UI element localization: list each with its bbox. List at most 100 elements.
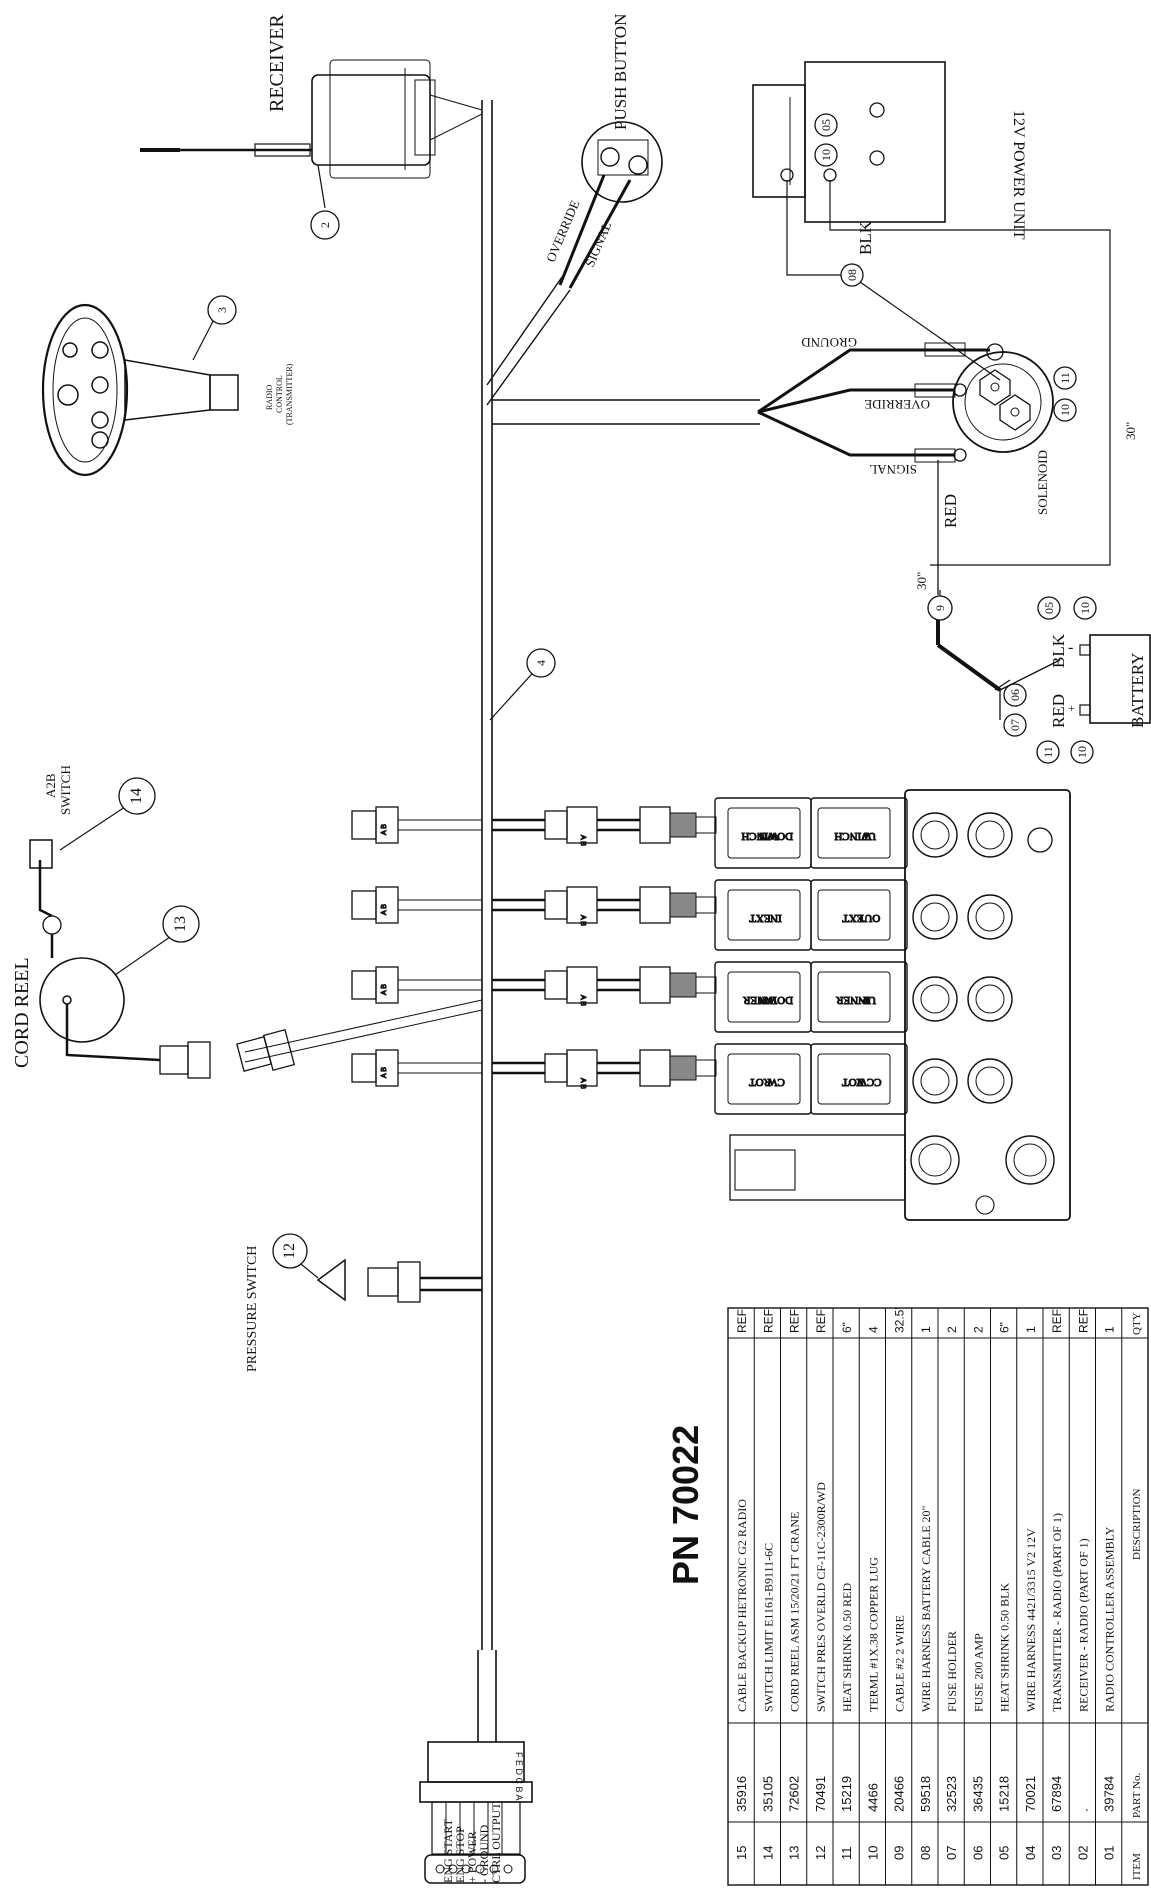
bom-qty: 1 <box>1103 1326 1117 1333</box>
bom-header-qty: QTY <box>1131 1312 1143 1335</box>
bom-desc: RECEIVER - RADIO (PART OF 1) <box>1076 1538 1090 1712</box>
callout-bb10: 10 <box>1073 596 1097 620</box>
callout-number: 14 <box>128 788 145 804</box>
cord-reel <box>29 839 483 1079</box>
bom-item: 14 <box>760 1846 775 1860</box>
bom-part: 35916 <box>734 1776 749 1812</box>
bom-item: 13 <box>787 1846 802 1860</box>
bom-qty: REF <box>1076 1309 1090 1333</box>
valve-label: UP <box>862 830 876 842</box>
valve-branches: A BA BA BA BA BA BA BA B <box>351 806 717 1090</box>
bom-item: 03 <box>1049 1846 1064 1860</box>
connector-ab-label: A B <box>579 1078 586 1089</box>
bom-qty: REF <box>788 1309 802 1333</box>
bom-desc: RADIO CONTROLLER ASSEMBLY <box>1103 1526 1117 1712</box>
valve-label: IN <box>770 912 782 924</box>
bom-desc: SWITCH PRES OVERLD CF-11C-2300R/WD <box>814 1482 828 1712</box>
power-unit-label: 12V POWER UNIT <box>1010 110 1027 240</box>
bom-part: 15218 <box>997 1776 1012 1812</box>
pressure-switch-label: PRESSURE SWITCH <box>245 1246 260 1372</box>
valve-branch <box>351 886 717 924</box>
bom-desc: TERML #1X.38 COPPER LUG <box>866 1557 880 1712</box>
signal-label: SIGNAL <box>582 219 614 269</box>
bom-qty: 2 <box>945 1326 959 1333</box>
bom-desc: TRANSMITTER - RADIO (PART OF 1) <box>1050 1513 1064 1712</box>
length-30-b: 30" <box>914 572 929 590</box>
bom-part: 59518 <box>918 1776 933 1812</box>
callout-number: 10 <box>1058 404 1072 416</box>
connector-ab-label: A B <box>381 984 388 995</box>
bom-desc: HEAT SHRINK 0.50 BLK <box>998 1583 1012 1712</box>
bom-item: 02 <box>1075 1846 1090 1860</box>
blk-label: BLK <box>856 220 875 255</box>
power-unit <box>752 61 946 223</box>
ground-label: GROUND <box>801 335 857 350</box>
valve-label: UP <box>862 994 876 1006</box>
bom-qty: 6" <box>840 1322 854 1333</box>
callout-br06: 06 <box>1003 683 1027 707</box>
bom-item: 10 <box>865 1846 880 1860</box>
valve-label: CCW <box>856 1076 882 1088</box>
radio-control-line3: (TRANSMITTER) <box>285 363 294 425</box>
valve-label: ROT <box>842 1076 864 1088</box>
bom-part: 72602 <box>787 1776 802 1812</box>
valve-label: INNER <box>836 994 870 1006</box>
solenoid-label: SOLENOID <box>1035 450 1050 515</box>
pin-label: ENG STOP <box>453 1826 467 1883</box>
callout-number: 2 <box>318 222 332 228</box>
bom-part: 4466 <box>865 1783 880 1812</box>
callout-br07: 07 <box>1003 713 1027 737</box>
valve-label: ROT <box>749 1076 771 1088</box>
bom-desc: WIRE HARNESS 4421/3315 V2 12V <box>1024 1528 1038 1712</box>
pin-label: - GROUND <box>477 1824 491 1883</box>
callout-number: 12 <box>281 1243 298 1259</box>
valve-label: CW <box>767 1076 785 1088</box>
bom-item: 06 <box>970 1846 985 1860</box>
callouts <box>59 164 1011 1279</box>
valve-label: OUT <box>857 912 880 924</box>
bom-part: 15219 <box>839 1776 854 1812</box>
callout-sol11: 11 <box>1053 366 1077 390</box>
pin-label: ENG START <box>441 1818 455 1883</box>
callout-number: 06 <box>1008 689 1022 701</box>
bom-desc: CABLE #2 2 WIRE <box>893 1615 907 1712</box>
callout-c4: 4 <box>526 648 556 678</box>
bom-desc: CABLE BACKUP HETRONIC G2 RADIO <box>735 1499 749 1712</box>
bom-qty: REF <box>761 1309 775 1333</box>
bom-qty: 6" <box>998 1322 1012 1333</box>
callout-br11: 11 <box>1036 740 1060 764</box>
solenoid-wires <box>757 342 990 463</box>
bom-item: 01 <box>1102 1846 1117 1860</box>
bom-header-item: ITEM <box>1131 1853 1143 1880</box>
a2b-label-1: A2B <box>43 773 58 798</box>
plug-pin-letters: F E D C B A <box>514 1752 524 1801</box>
radio-control-line2: CONTROL <box>275 375 284 413</box>
bom-part: 39784 <box>1102 1776 1117 1812</box>
callout-number: 07 <box>1008 719 1022 731</box>
callout-number: 10 <box>1078 602 1092 614</box>
bom-item: 12 <box>813 1846 828 1860</box>
signal-wire-label: SIGNAL <box>869 462 917 477</box>
battery-red-label: RED <box>1049 694 1068 728</box>
callout-c2: 2 <box>310 210 340 240</box>
callout-s08: 08 <box>840 263 864 287</box>
valve-label: DOWN <box>759 994 793 1006</box>
pin-label: + POWER <box>465 1831 479 1883</box>
bom-part: . <box>1075 1808 1090 1812</box>
valve-branch <box>351 966 717 1004</box>
bom-qty: REF <box>814 1309 828 1333</box>
connector-ab-label: A B <box>579 915 586 926</box>
bom-desc: SWITCH LIMIT E1161-B9111-6C <box>761 1543 775 1712</box>
bom-qty: REF <box>1050 1309 1064 1333</box>
bom-part: 36435 <box>970 1776 985 1812</box>
bom-qty: 4 <box>866 1326 880 1333</box>
callout-number: 10 <box>819 149 833 161</box>
bom-desc: FUSE 200 AMP <box>971 1633 985 1712</box>
connector-ab-label: A B <box>579 995 586 1006</box>
